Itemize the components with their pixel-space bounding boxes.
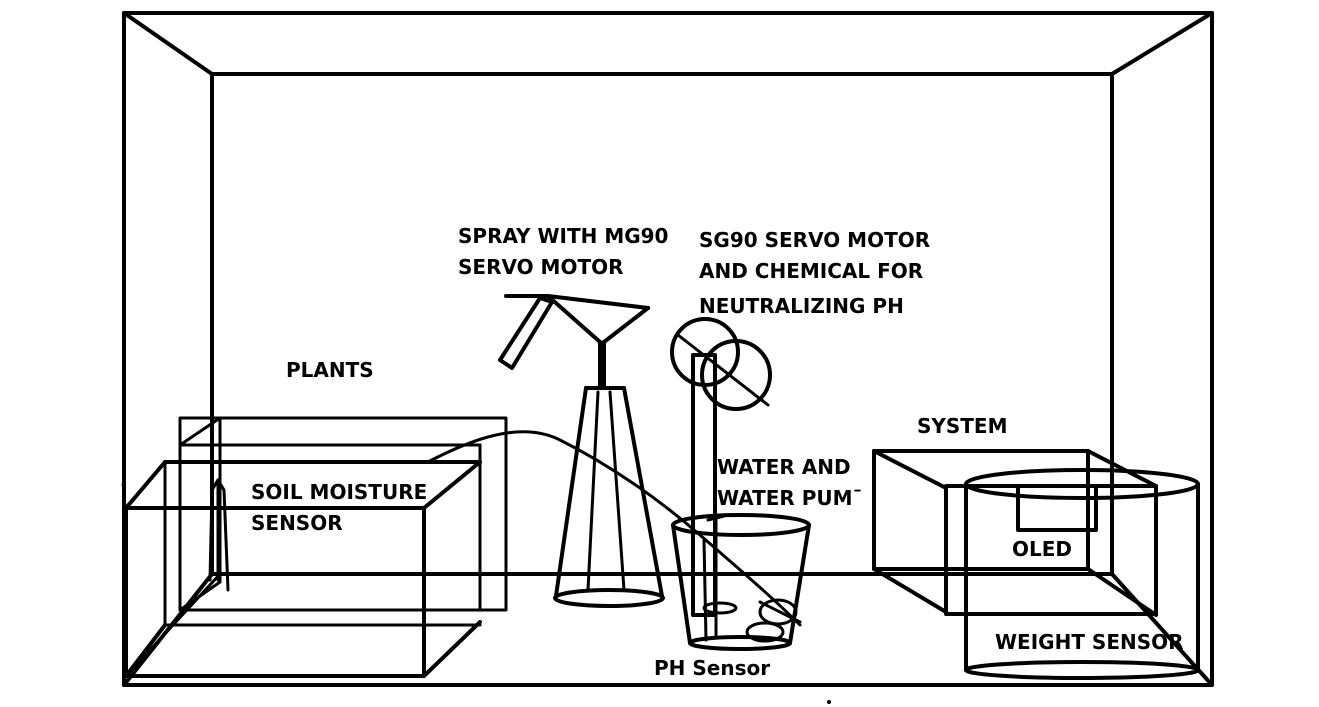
label-water-1: WATER AND: [717, 455, 851, 479]
label-weight: WEIGHT SENSOR: [995, 630, 1184, 654]
label-ph-sensor: PH Sensor: [654, 656, 770, 680]
label-servo-1: SG90 SERVO MOTOR: [699, 228, 930, 252]
oled-screen: [1018, 486, 1096, 530]
label-water-2: WATER PUM¯: [717, 486, 863, 510]
plant-boxes: [126, 418, 506, 676]
label-oled: OLED: [1012, 537, 1072, 561]
label-spray-2: SERVO MOTOR: [458, 255, 624, 279]
label-system: SYSTEM: [917, 414, 1008, 438]
label-plants: PLANTS: [286, 358, 374, 382]
label-spray-1: SPRAY WITH MG90: [458, 224, 668, 248]
label-servo-2: AND CHEMICAL FOR: [699, 259, 923, 283]
spray-arm: [500, 296, 648, 388]
label-soil-2: SENSOR: [251, 511, 343, 535]
stray-dot: [122, 484, 125, 487]
label-soil-1: SOIL MOISTURE: [251, 480, 427, 504]
room-enclosure: [124, 13, 1212, 685]
stray-dot: [827, 700, 831, 704]
label-servo-3: NEUTRALIZING PH: [699, 294, 904, 318]
